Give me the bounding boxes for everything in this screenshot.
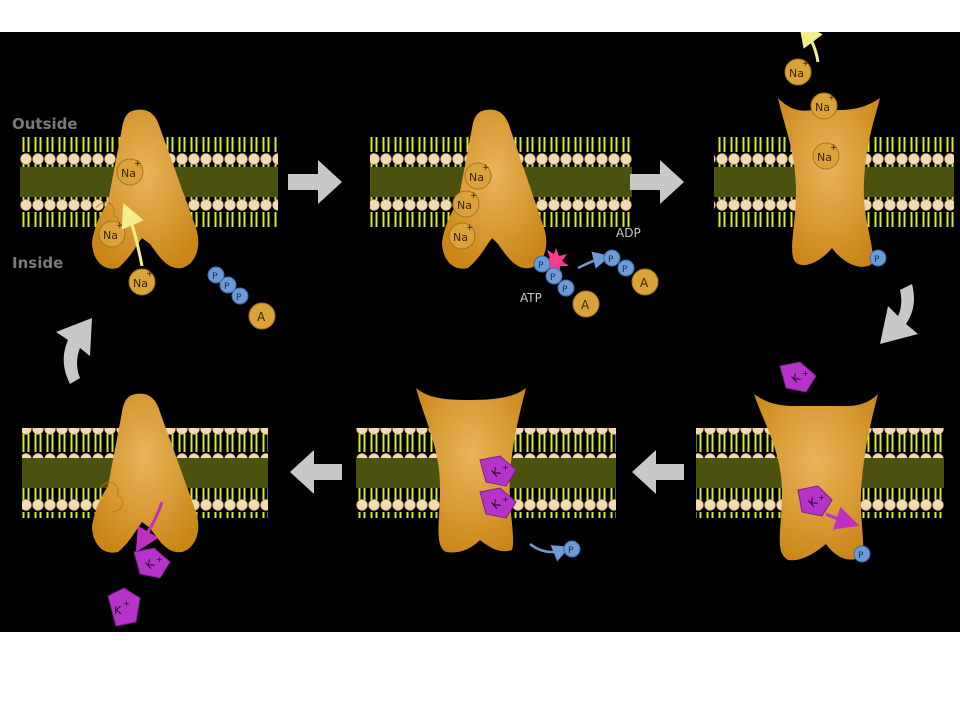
svg-text:+: + bbox=[502, 495, 509, 504]
sodium-potassium-pump-diagram: Outside Inside Na + Na + Na + P P P A Na… bbox=[0, 32, 960, 632]
svg-text:+: + bbox=[482, 163, 490, 173]
potassium-ion: K + bbox=[479, 455, 517, 487]
svg-text:P: P bbox=[568, 546, 574, 556]
svg-text:+: + bbox=[116, 221, 124, 231]
svg-text:+: + bbox=[502, 463, 509, 472]
svg-text:K: K bbox=[114, 604, 122, 617]
sodium-ion: Na + bbox=[812, 142, 840, 170]
svg-text:Na: Na bbox=[789, 67, 804, 80]
inside-label: Inside bbox=[12, 254, 63, 272]
starburst-icon bbox=[542, 248, 569, 275]
outside-label: Outside bbox=[12, 115, 78, 133]
pump-protein-3 bbox=[778, 98, 880, 267]
pump-cycle-svg: Outside Inside Na + Na + Na + P P P A Na… bbox=[12, 32, 954, 627]
svg-text:P: P bbox=[550, 273, 556, 283]
sodium-ion: Na + bbox=[448, 222, 476, 250]
svg-text:Na: Na bbox=[817, 151, 832, 164]
svg-text:+: + bbox=[123, 599, 130, 608]
svg-text:P: P bbox=[212, 272, 218, 282]
svg-text:+: + bbox=[146, 269, 154, 279]
sodium-ion: Na + bbox=[452, 190, 480, 218]
svg-text:A: A bbox=[581, 298, 590, 312]
svg-text:P: P bbox=[608, 255, 614, 265]
svg-text:Na: Na bbox=[103, 229, 118, 242]
sodium-ion: Na + bbox=[464, 162, 492, 190]
svg-text:Na: Na bbox=[815, 101, 830, 114]
svg-text:P: P bbox=[622, 265, 628, 275]
svg-text:P: P bbox=[858, 551, 864, 561]
sodium-ion: Na + bbox=[810, 92, 838, 120]
atp-label: ATP bbox=[520, 291, 542, 305]
svg-text:+: + bbox=[802, 59, 810, 69]
curved-arrow-icon bbox=[135, 501, 164, 553]
potassium-ion: K + bbox=[107, 587, 141, 627]
svg-text:+: + bbox=[470, 191, 478, 201]
pump-protein-4 bbox=[92, 393, 199, 553]
svg-text:Na: Na bbox=[457, 199, 472, 212]
svg-text:+: + bbox=[802, 369, 809, 378]
sodium-ion: Na + bbox=[784, 58, 812, 86]
sodium-ion: Na + bbox=[128, 268, 156, 296]
curved-arrow-icon bbox=[529, 543, 571, 562]
svg-text:+: + bbox=[134, 159, 142, 169]
phosphate: P bbox=[853, 545, 871, 563]
sodium-ion: Na + bbox=[98, 220, 126, 248]
svg-text:+: + bbox=[818, 493, 825, 502]
block-arrow-icon bbox=[56, 318, 92, 384]
block-arrow-icon bbox=[632, 450, 684, 494]
svg-text:P: P bbox=[236, 293, 242, 303]
svg-text:P: P bbox=[224, 282, 230, 292]
svg-text:+: + bbox=[466, 223, 474, 233]
adp-label: ADP bbox=[616, 226, 641, 240]
block-arrow-icon bbox=[630, 160, 684, 204]
block-arrow-icon bbox=[880, 284, 918, 344]
curved-arrow-icon bbox=[825, 506, 860, 530]
curved-arrow-icon bbox=[798, 32, 823, 63]
svg-text:+: + bbox=[828, 93, 836, 103]
svg-text:P: P bbox=[538, 261, 544, 271]
atp-molecule: P P P A bbox=[533, 255, 600, 318]
svg-text:+: + bbox=[156, 555, 163, 564]
atp-molecule: P P P A bbox=[207, 266, 276, 330]
potassium-ion: K + bbox=[479, 487, 517, 519]
svg-text:P: P bbox=[874, 255, 880, 265]
potassium-ion: K + bbox=[779, 361, 817, 393]
block-arrow-icon bbox=[290, 450, 342, 494]
svg-text:A: A bbox=[257, 310, 266, 324]
potassium-ion: K + bbox=[797, 485, 833, 517]
block-arrow-icon bbox=[288, 160, 342, 204]
adp-molecule: P P A bbox=[603, 249, 659, 296]
svg-text:Na: Na bbox=[133, 277, 148, 290]
phosphate: P bbox=[869, 249, 887, 267]
svg-text:Na: Na bbox=[121, 167, 136, 180]
svg-text:Na: Na bbox=[469, 171, 484, 184]
svg-text:Na: Na bbox=[453, 231, 468, 244]
potassium-ion: K + bbox=[133, 547, 171, 579]
curved-arrow-icon bbox=[121, 202, 144, 267]
curved-arrow-icon bbox=[577, 251, 611, 270]
phosphate: P bbox=[563, 540, 581, 558]
svg-text:A: A bbox=[640, 276, 649, 290]
sodium-ion: Na + bbox=[116, 158, 144, 186]
svg-text:P: P bbox=[562, 285, 568, 295]
svg-text:+: + bbox=[830, 143, 838, 153]
